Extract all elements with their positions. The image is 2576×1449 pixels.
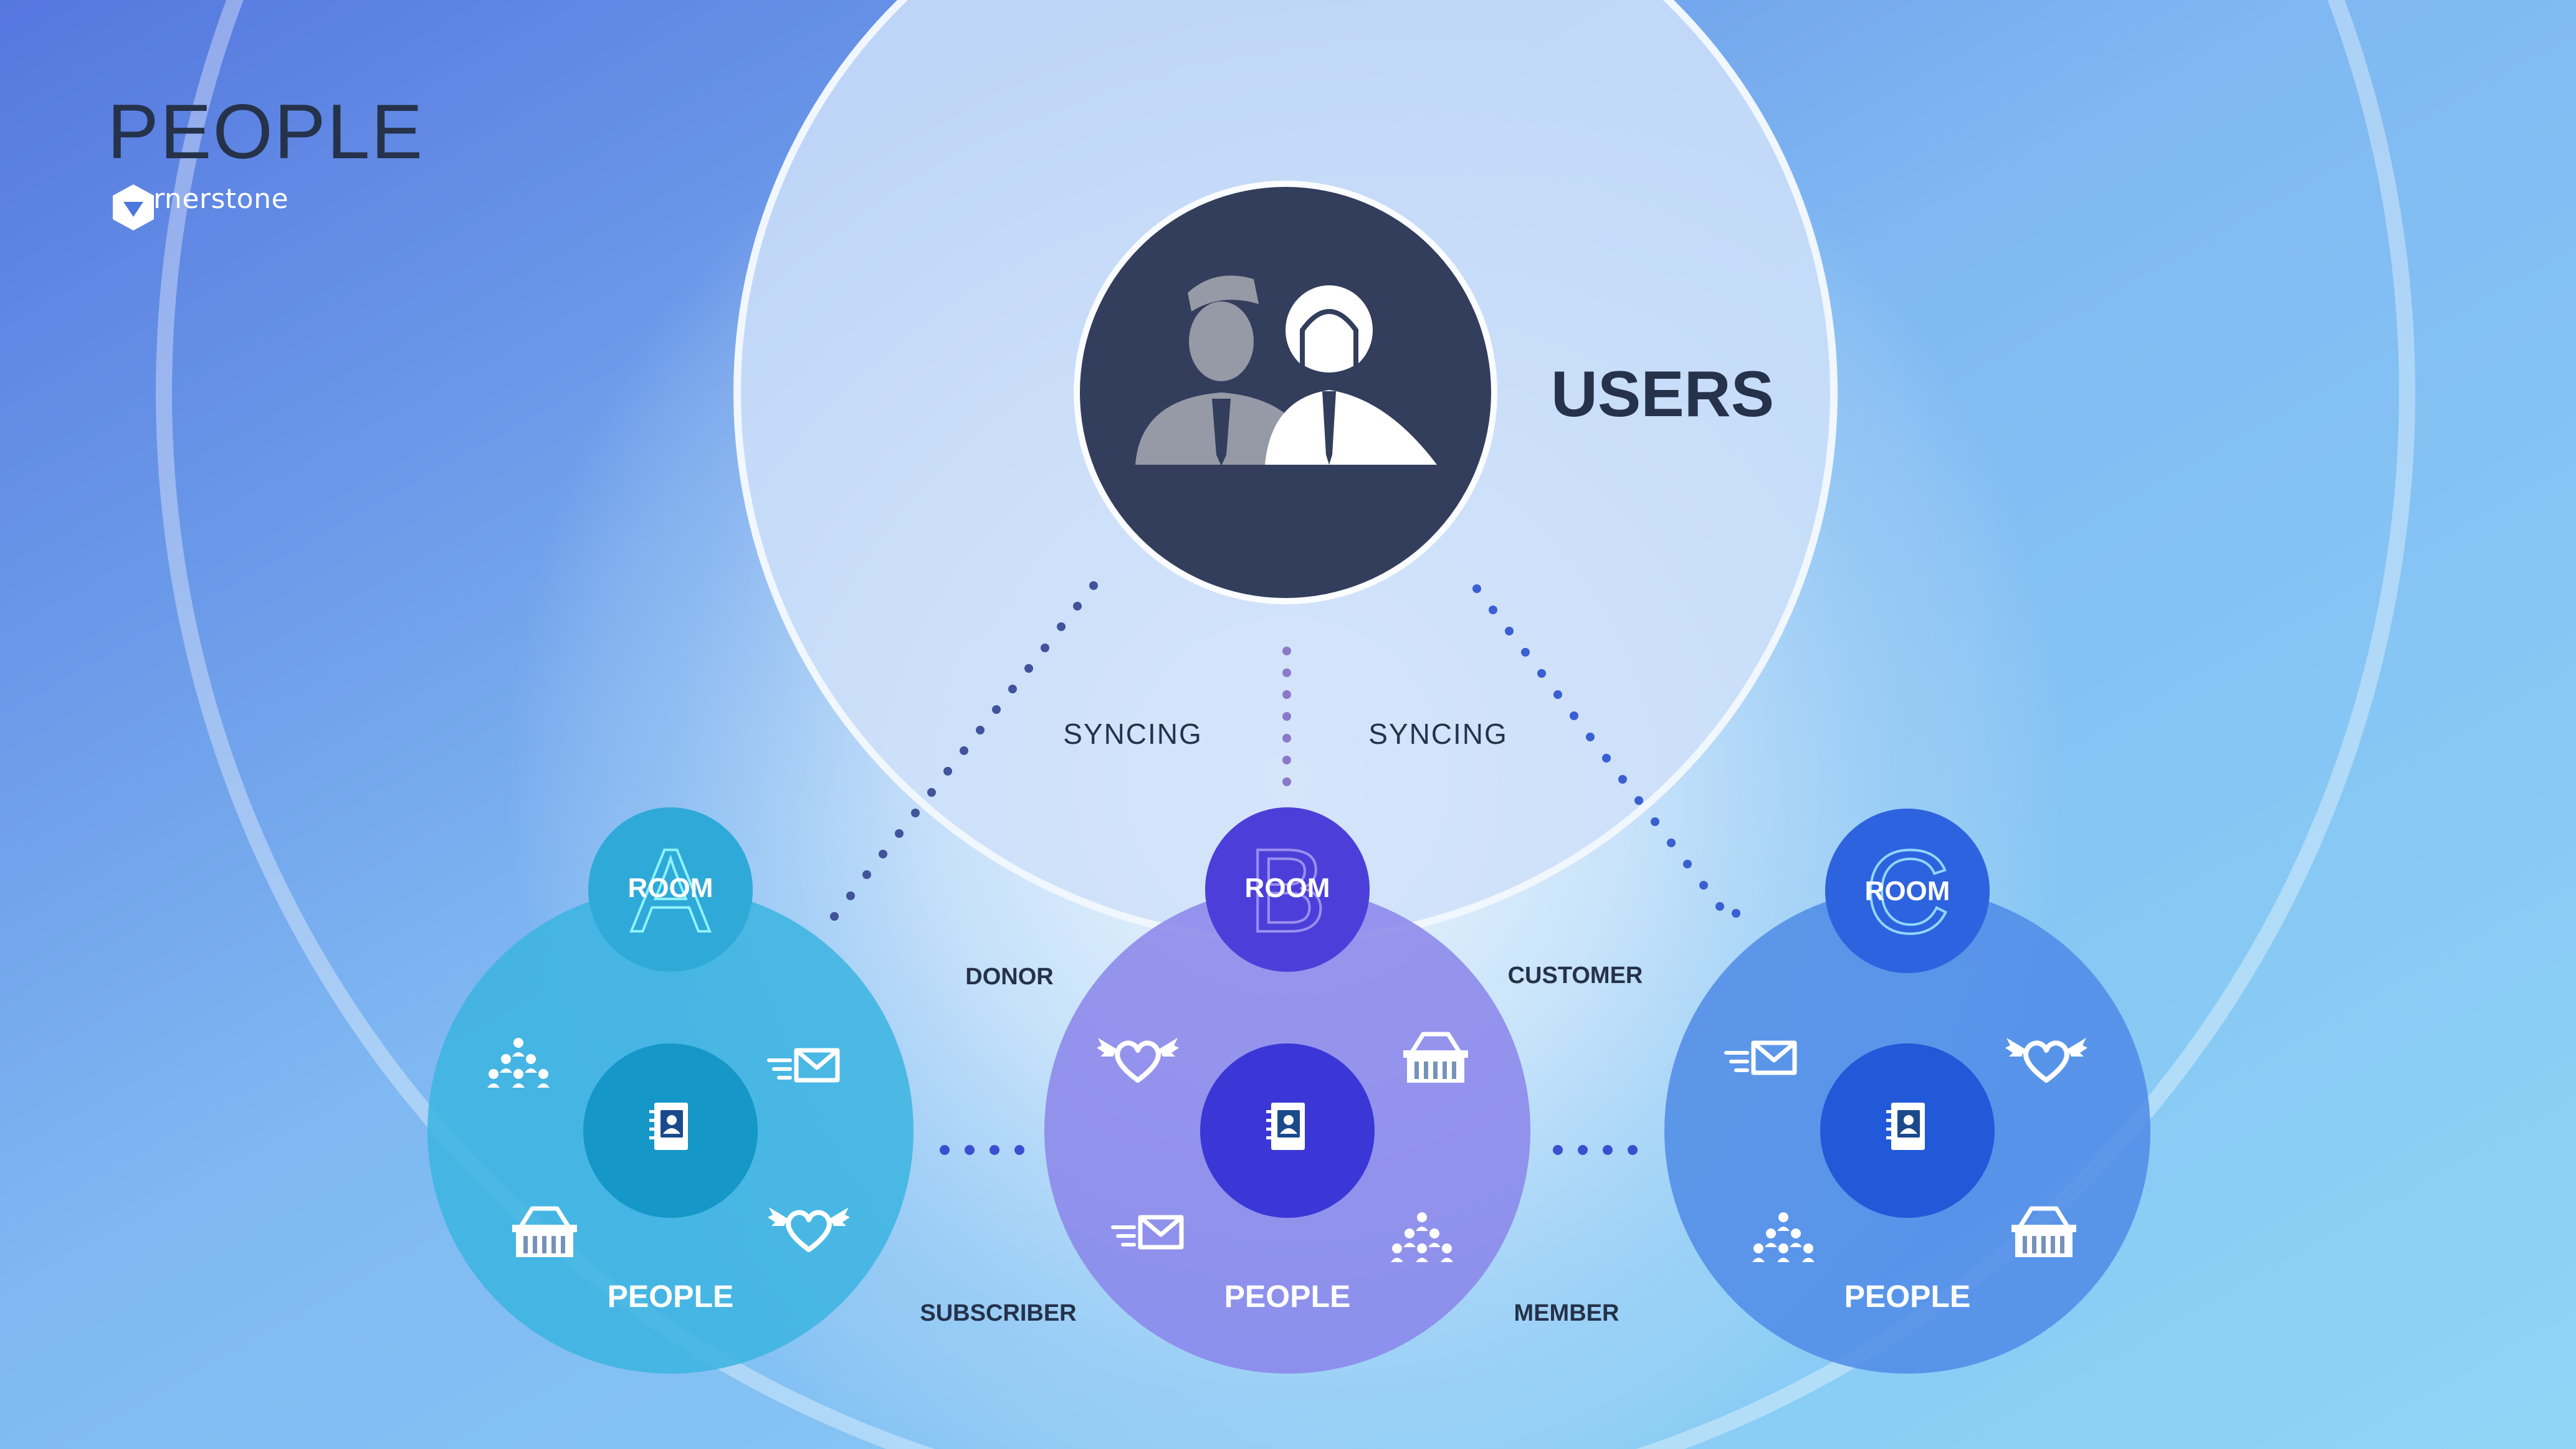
room-c: C ROOM PEOPLE [1664, 809, 2150, 1374]
room-c-badge [1825, 809, 1990, 973]
page-title: PEOPLE [107, 89, 424, 175]
outer-ring [156, 0, 2415, 1449]
room-b-room-label: ROOM [1245, 873, 1330, 903]
room-b: B ROOM PEOPLE [1044, 807, 1530, 1374]
room-b-letter: B [1248, 825, 1327, 957]
cornerstone-logo-icon [113, 184, 154, 230]
customer-label: CUSTOMER [1508, 962, 1643, 989]
room-link-ab [940, 1145, 1024, 1155]
room-a-letter: A [631, 825, 710, 957]
room-a: A ROOM PEOPLE [427, 807, 914, 1374]
users-node: USERS [1074, 181, 1774, 604]
contact-book-icon [1266, 1103, 1305, 1150]
contact-book-icon [1886, 1103, 1925, 1150]
room-c-people-label: PEOPLE [1844, 1279, 1971, 1314]
room-b-badge [1205, 807, 1370, 972]
room-a-badge [588, 807, 753, 972]
users-circle [1080, 187, 1491, 598]
sync-line-middle [1282, 647, 1291, 786]
room-c-letter: C [1864, 826, 1950, 958]
syncing-label-left: SYNCING [1063, 718, 1203, 750]
users-group-icon [1135, 275, 1437, 466]
room-link-bc [1553, 1145, 1638, 1155]
cornerstone-logo: cornerstone [111, 183, 289, 230]
syncing-label-right: SYNCING [1368, 718, 1508, 750]
donor-label: DONOR [965, 964, 1053, 990]
room-a-people-label: PEOPLE [608, 1279, 734, 1314]
contact-book-icon [649, 1103, 688, 1150]
subscriber-label: SUBSCRIBER [920, 1300, 1076, 1326]
sync-line-right [1472, 584, 1740, 918]
room-b-people-label: PEOPLE [1224, 1279, 1351, 1314]
sync-line-left [830, 581, 1098, 921]
users-label: USERS [1551, 358, 1774, 430]
room-a-room-label: ROOM [628, 873, 713, 903]
member-label: MEMBER [1514, 1300, 1620, 1326]
room-c-room-label: ROOM [1865, 876, 1950, 906]
